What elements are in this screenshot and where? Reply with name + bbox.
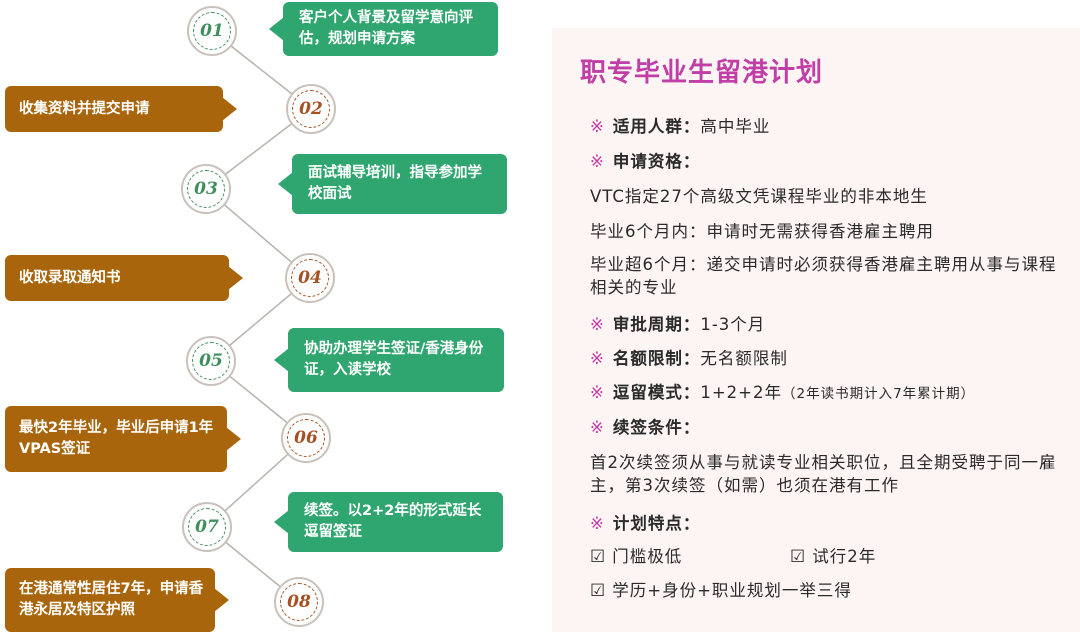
qualification-item-3: 毕业超6个月：递交申请时必须获得香港雇主聘用从事与课程相关的专业 bbox=[590, 255, 1057, 297]
feature-item-2: ☑ 试行2年 bbox=[790, 543, 876, 567]
checkbox-icon: ☑ bbox=[590, 547, 607, 567]
feature-2-text: 试行2年 bbox=[812, 547, 877, 566]
step-06-text: 最快2年毕业，毕业后申请1年VPAS签证 bbox=[5, 406, 241, 472]
renew-text: 首2次续签须从事与就读专业相关职位，且全期受聘于同一雇主，第3次续签（如需）也须… bbox=[590, 453, 1057, 495]
step-04-text: 收取录取通知书 bbox=[5, 255, 243, 301]
step-07-text: 续签。以2+2年的形式延长逗留签证 bbox=[274, 492, 503, 552]
step-05-number: 05 bbox=[186, 336, 236, 386]
qualification-item-1: VTC指定27个高级文凭课程毕业的非本地生 bbox=[590, 187, 928, 206]
stay-row: ※ 逗留模式：1+2+2年（2年读书期计入7年累计期） bbox=[590, 379, 975, 403]
target-label: 适用人群： bbox=[612, 117, 701, 136]
stay-value: 1+2+2年 bbox=[700, 383, 782, 402]
period-value: 1-3个月 bbox=[700, 315, 766, 334]
reference-mark: ※ bbox=[590, 383, 605, 402]
reference-mark: ※ bbox=[590, 152, 605, 171]
reference-mark: ※ bbox=[590, 349, 605, 368]
feature-3-text: 学历+身份+职业规划一举三得 bbox=[612, 581, 852, 600]
feature-item-1: ☑ 门槛极低 bbox=[590, 543, 682, 567]
plan-panel bbox=[552, 28, 1080, 632]
step-01-number: 01 bbox=[187, 6, 237, 56]
stay-note: （2年读书期计入7年累计期） bbox=[781, 386, 976, 402]
reference-mark: ※ bbox=[590, 418, 605, 437]
step-01-text: 客户个人背景及留学意向评估，规划申请方案 bbox=[269, 2, 498, 56]
period-label: 审批周期： bbox=[612, 315, 701, 334]
quota-row: ※ 名额限制：无名额限制 bbox=[590, 345, 788, 369]
step-02-text: 收集资料并提交申请 bbox=[5, 86, 237, 132]
renew-label: 续签条件： bbox=[612, 418, 701, 437]
checkbox-icon: ☑ bbox=[790, 547, 807, 567]
reference-mark: ※ bbox=[590, 315, 605, 334]
target-value: 高中毕业 bbox=[700, 117, 771, 136]
quota-label: 名额限制： bbox=[612, 349, 701, 368]
qualification-label: 申请资格： bbox=[612, 152, 701, 171]
step-02-number: 02 bbox=[286, 84, 336, 134]
stay-label: 逗留模式： bbox=[612, 383, 701, 402]
step-04-number: 04 bbox=[285, 253, 335, 303]
qualification-row: ※ 申请资格： bbox=[590, 148, 700, 172]
feature-1-text: 门槛极低 bbox=[612, 547, 683, 566]
reference-mark: ※ bbox=[590, 514, 605, 533]
feature-row: ※ 计划特点： bbox=[590, 510, 700, 534]
period-row: ※ 审批周期：1-3个月 bbox=[590, 311, 765, 335]
step-08-number: 08 bbox=[274, 577, 324, 627]
quota-value: 无名额限制 bbox=[700, 349, 788, 368]
plan-title: 职专毕业生留港计划 bbox=[580, 58, 824, 88]
feature-item-3: ☑ 学历+身份+职业规划一举三得 bbox=[590, 577, 852, 601]
step-03-number: 03 bbox=[181, 164, 231, 214]
step-07-number: 07 bbox=[182, 502, 232, 552]
qualification-item-2: 毕业6个月内：申请时无需获得香港雇主聘用 bbox=[590, 222, 934, 241]
reference-mark: ※ bbox=[590, 117, 605, 136]
step-06-number: 06 bbox=[281, 413, 331, 463]
target-row: ※ 适用人群：高中毕业 bbox=[590, 113, 770, 137]
step-05-text: 协助办理学生签证/香港身份证，入读学校 bbox=[274, 328, 504, 392]
renew-row: ※ 续签条件： bbox=[590, 414, 700, 438]
checkbox-icon: ☑ bbox=[590, 581, 607, 601]
step-03-text: 面试辅导培训，指导参加学校面试 bbox=[278, 154, 507, 214]
feature-label: 计划特点： bbox=[612, 514, 701, 533]
step-08-text: 在港通常性居住7年，申请香港永居及特区护照 bbox=[5, 568, 229, 632]
